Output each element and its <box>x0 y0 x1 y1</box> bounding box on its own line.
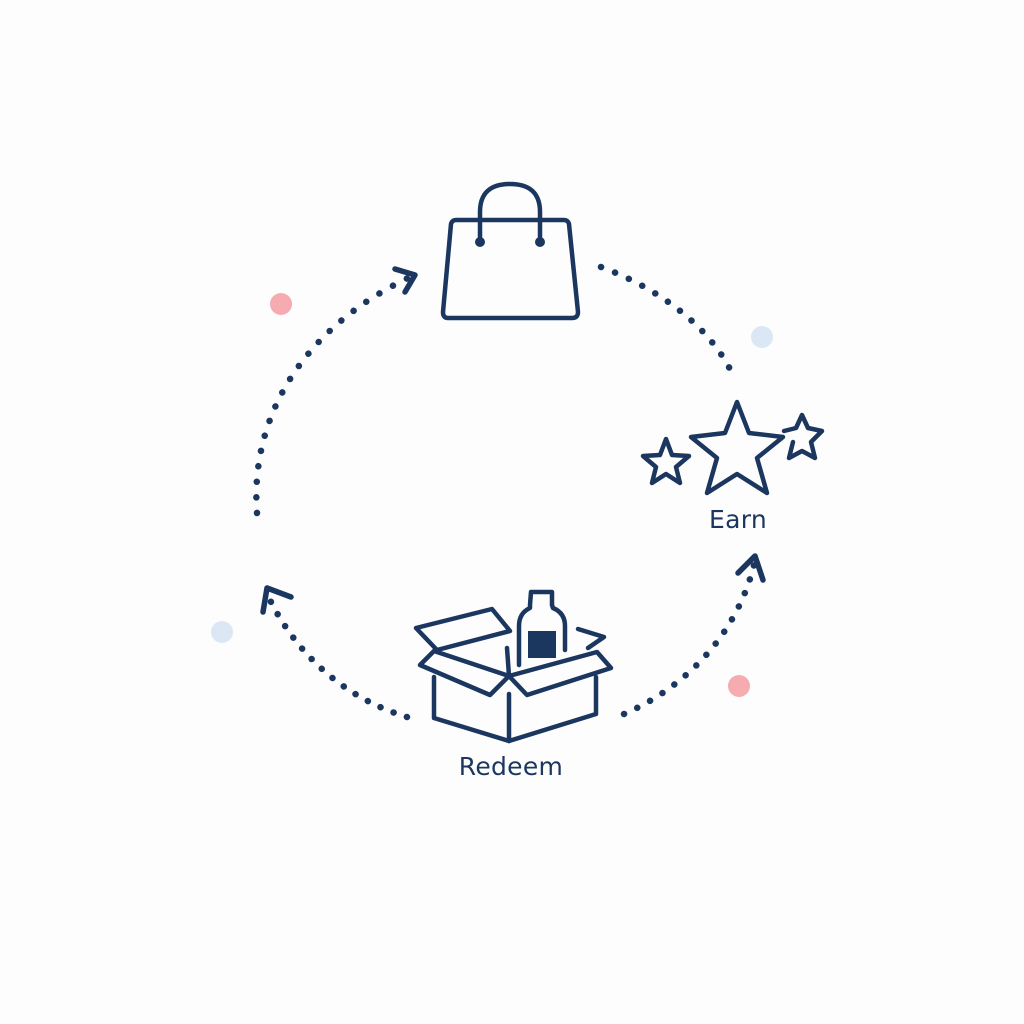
bottle <box>516 589 568 668</box>
stage-label-redeem: Redeem <box>458 752 564 781</box>
dotted-arc-redeem-to-earn <box>620 561 758 718</box>
decor-dot-blue-upper-right <box>751 326 773 348</box>
small-star-right <box>781 412 825 461</box>
small-star-left <box>640 436 692 486</box>
large-star <box>688 399 786 496</box>
decor-dot-pink-upper-left <box>270 293 292 315</box>
stars-icon <box>640 399 825 496</box>
open-box-with-bottle-icon <box>413 589 614 744</box>
decor-dot-pink-lower-right <box>728 675 750 697</box>
decor-dot-blue-lower-left <box>211 621 233 643</box>
arrowhead-to-shop <box>392 266 418 295</box>
dotted-arc-shop-to-earn <box>597 263 735 375</box>
dotted-arc-redeem-to-left <box>266 596 411 721</box>
arrowhead-to-earn <box>735 553 766 583</box>
shopping-bag-icon <box>440 181 581 321</box>
arrowhead-to-left <box>260 585 294 615</box>
stage-label-earn: Earn <box>709 505 767 534</box>
dotted-arc-left-to-shop <box>253 274 412 517</box>
